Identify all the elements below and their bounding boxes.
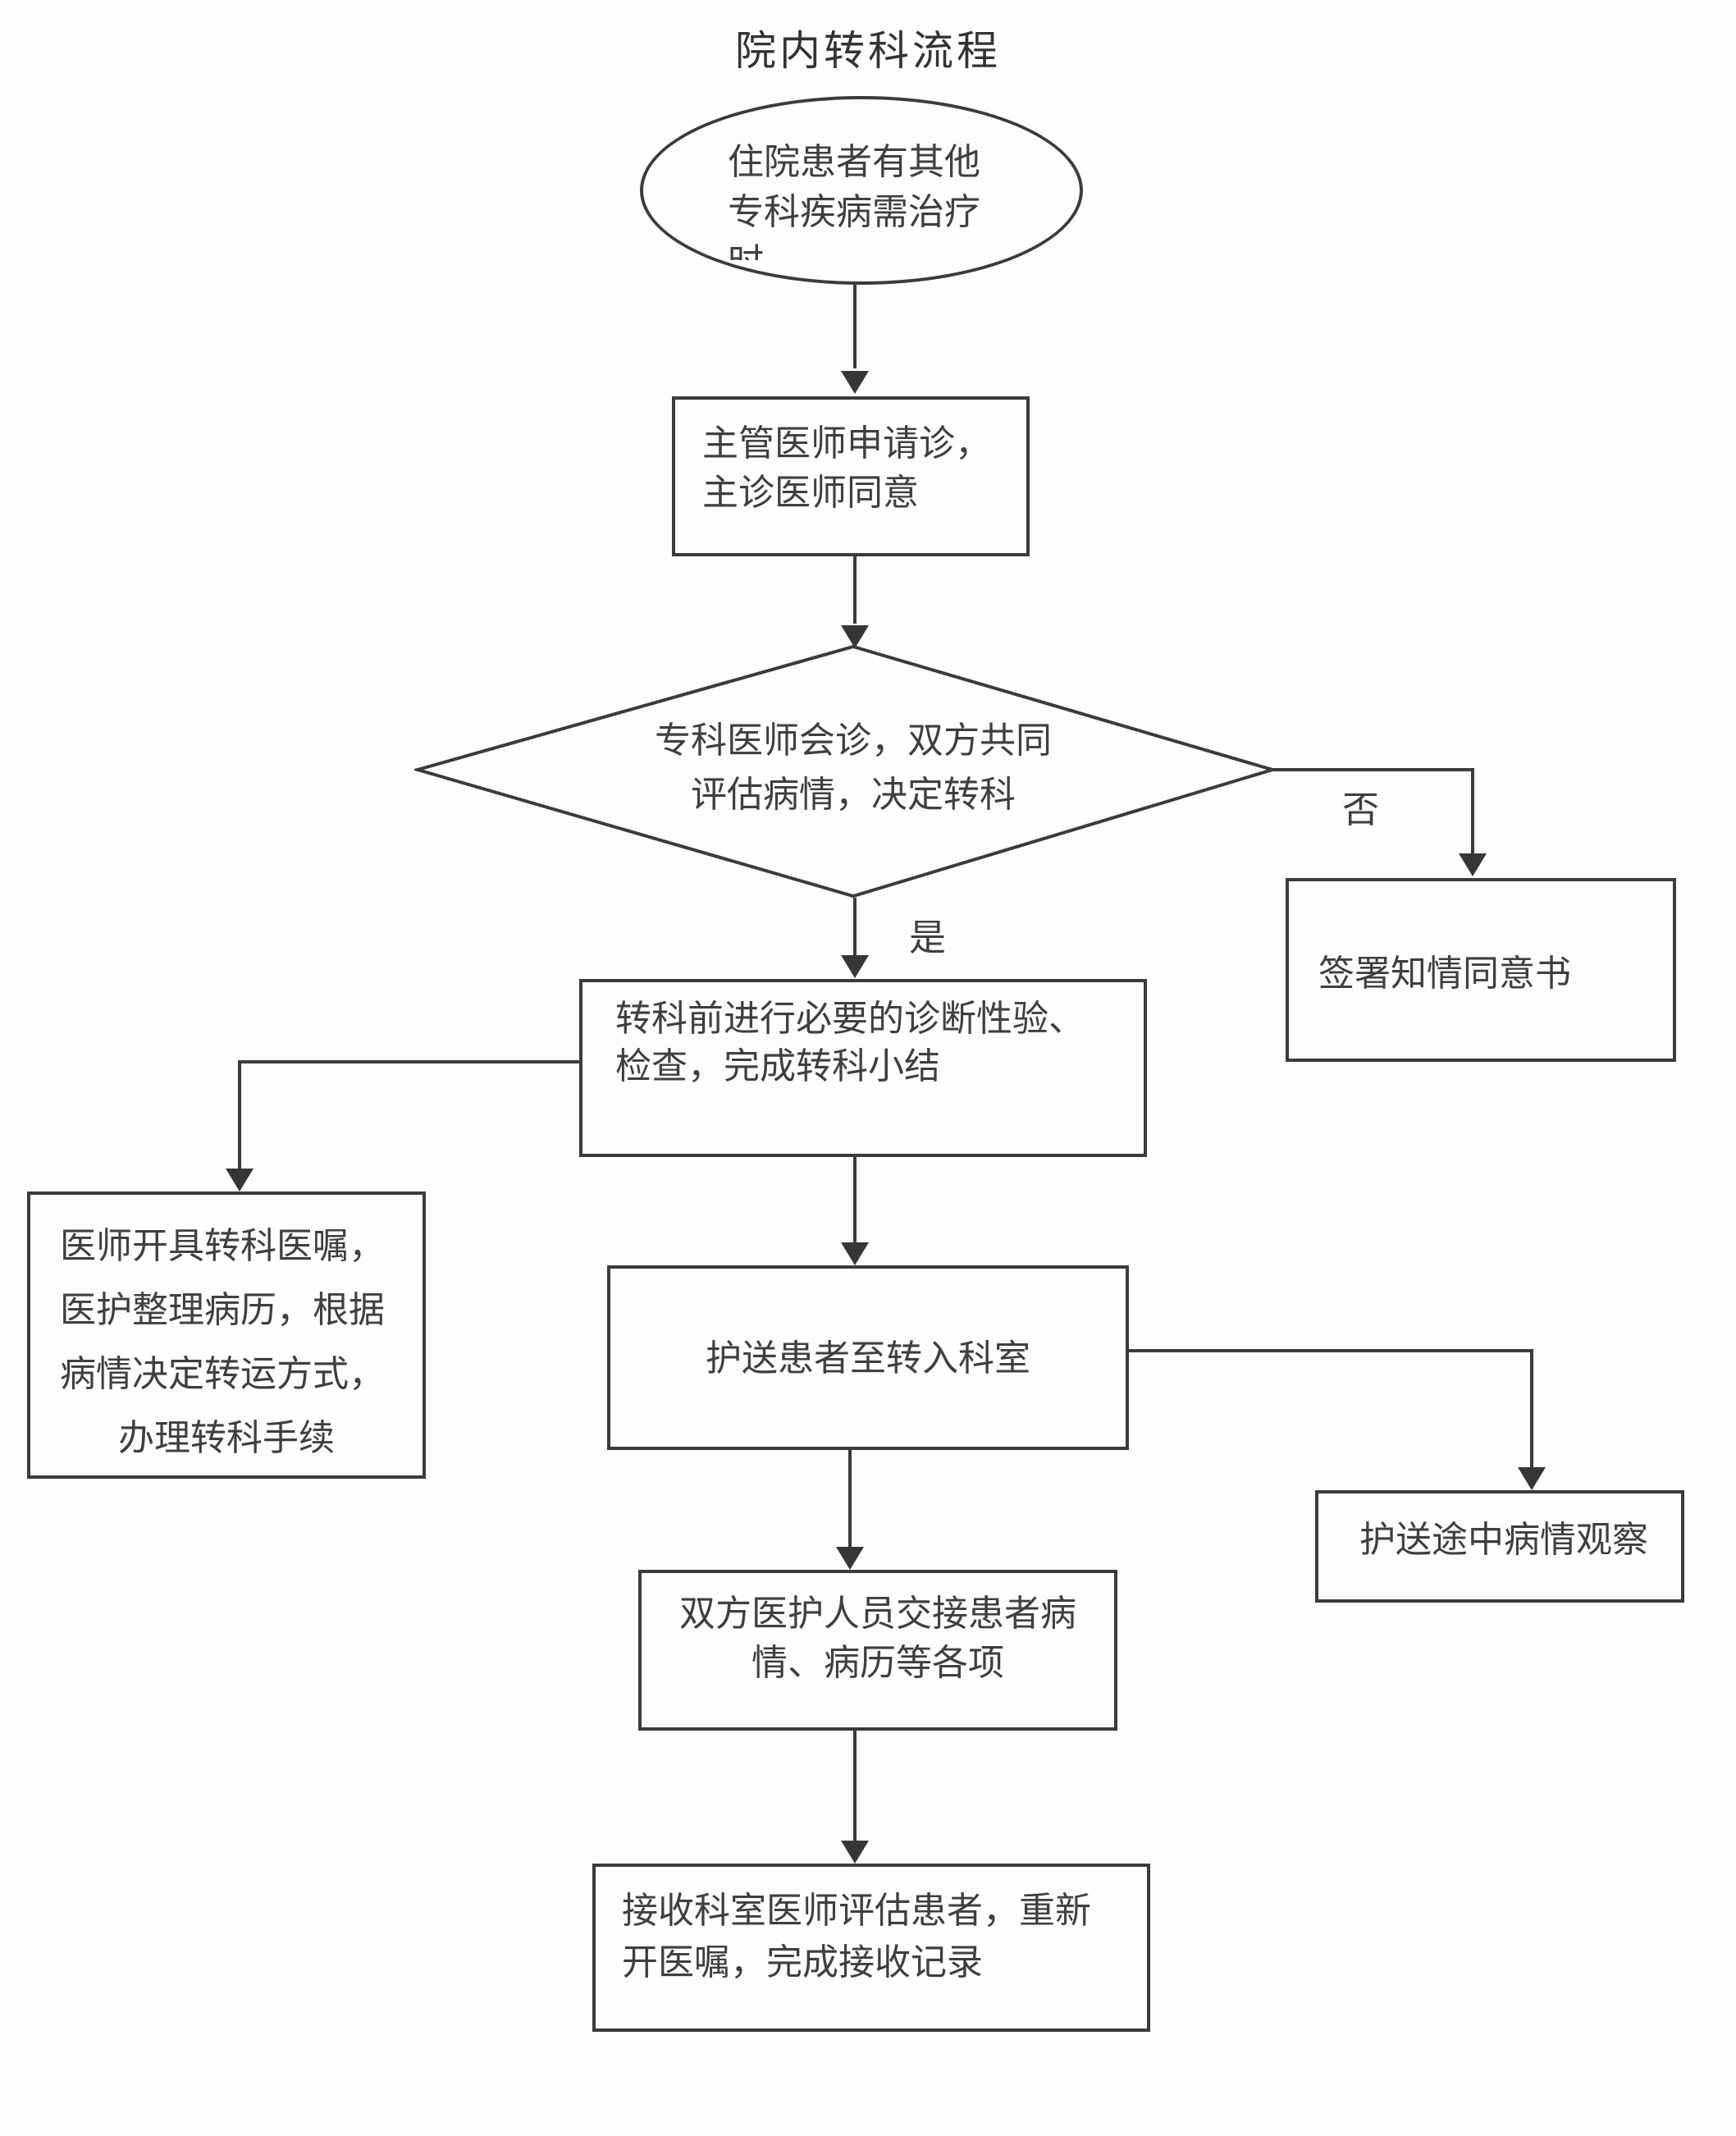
arrowhead-icon xyxy=(841,371,869,394)
node-observe-box: 护送途中病情观察 xyxy=(1315,1490,1684,1603)
node-consent-text: 签署知情同意书 xyxy=(1318,954,1571,994)
connector-handover-receive xyxy=(853,1731,857,1841)
page-title: 院内转科流程 xyxy=(735,28,1001,74)
node-receive-box: 接收科室医师评估患者，重新 开医嘱，完成接收记录 xyxy=(592,1864,1150,2032)
connector-prep-orders-h xyxy=(238,1060,579,1063)
connector-apply-decision xyxy=(853,556,857,624)
arrowhead-icon xyxy=(1518,1467,1546,1490)
arrowhead-icon xyxy=(226,1169,254,1191)
connector-escort-observe-v xyxy=(1530,1349,1533,1468)
connector-prep-orders-v xyxy=(238,1060,241,1169)
arrowhead-icon xyxy=(841,1242,869,1265)
node-orders-box: 医师开具转科医嘱， 医护整理病历，根据 病情决定转运方式， 办理转科手续 xyxy=(27,1191,426,1479)
node-decision-text: 专科医师会诊，双方共同 评估病情，决定转科 xyxy=(655,720,1052,815)
node-receive-text: 接收科室医师评估患者，重新 开医嘱，完成接收记录 xyxy=(622,1891,1091,1983)
arrowhead-icon xyxy=(841,1841,869,1864)
node-apply-box: 主管医师申请诊， 主诊医师同意 xyxy=(672,396,1030,556)
node-handover-box: 双方医护人员交接患者病 情、病历等各项 xyxy=(638,1570,1117,1731)
connector-decision-consent-h xyxy=(1272,768,1474,771)
arrowhead-icon xyxy=(841,955,869,978)
node-consent-box: 签署知情同意书 xyxy=(1286,878,1676,1062)
node-decision-diamond xyxy=(414,644,1276,899)
connector-decision-prep xyxy=(853,898,857,957)
node-start-ellipse: 住院患者有其他 专科疾病需治疗 时 xyxy=(640,96,1083,285)
node-handover-text: 双方医护人员交接患者病 情、病历等各项 xyxy=(679,1594,1076,1683)
node-observe-text: 护送途中病情观察 xyxy=(1359,1520,1648,1560)
node-prep-text: 转科前进行必要的诊断性验、 检查，完成转科小结 xyxy=(615,999,1085,1086)
arrowhead-icon xyxy=(836,1547,864,1570)
node-escort-box: 护送患者至转入科室 xyxy=(607,1265,1129,1450)
connector-prep-escort xyxy=(853,1157,857,1242)
node-orders-text: 医师开具转科医嘱， 医护整理病历，根据 病情决定转运方式， 办理转科手续 xyxy=(60,1226,385,1458)
label-no: 否 xyxy=(1342,789,1380,830)
connector-escort-observe-h xyxy=(1129,1349,1533,1352)
arrowhead-icon xyxy=(1459,853,1487,876)
node-prep-box: 转科前进行必要的诊断性验、 检查，完成转科小结 xyxy=(579,979,1147,1157)
arrowhead-icon xyxy=(841,625,869,648)
clipped-text-line: 时 xyxy=(728,237,980,260)
node-start-text: 住院患者有其他 专科疾病需治疗 时 xyxy=(728,137,980,260)
connector-escort-handover xyxy=(848,1450,852,1548)
connector-start-apply xyxy=(853,285,857,368)
node-escort-text: 护送患者至转入科室 xyxy=(706,1338,1030,1379)
label-yes: 是 xyxy=(909,917,947,958)
node-apply-text: 主管医师申请诊， 主诊医师同意 xyxy=(702,423,991,513)
connector-decision-consent-v xyxy=(1471,768,1474,853)
